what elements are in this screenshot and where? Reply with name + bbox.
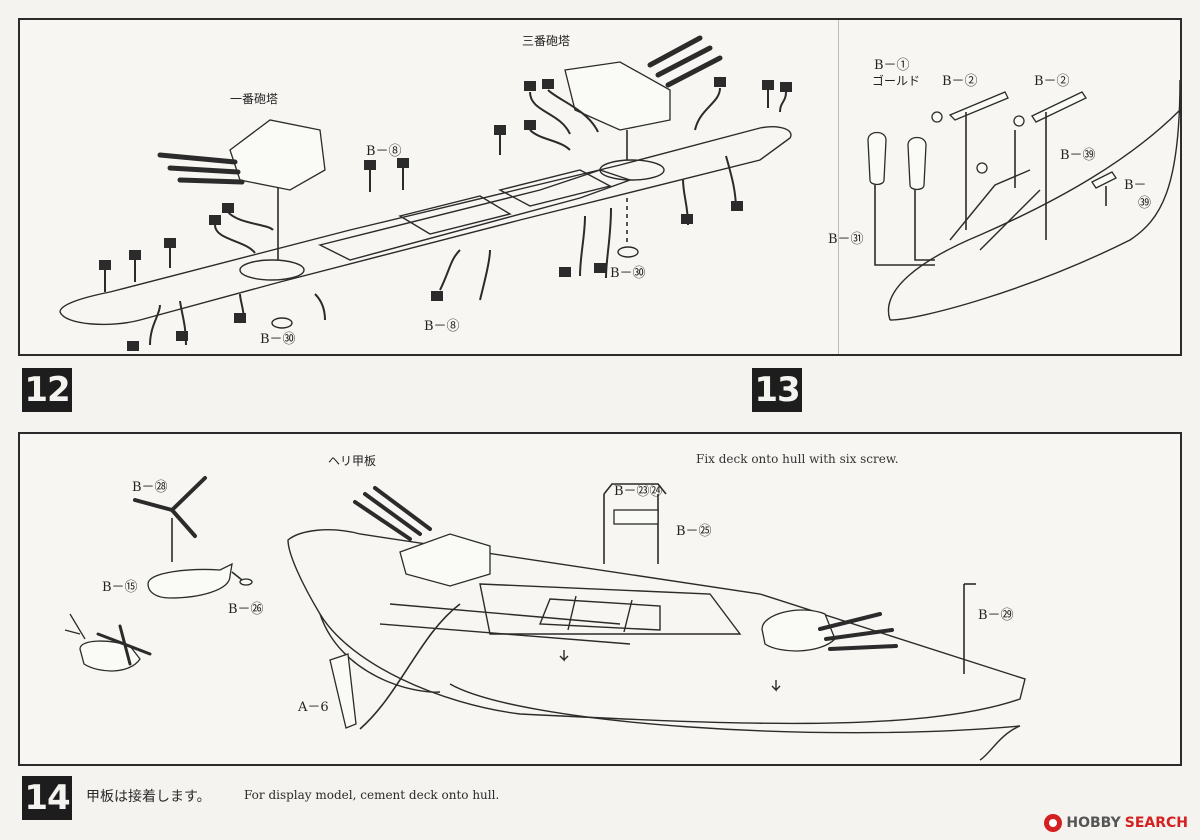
hull-14 [287, 529, 1026, 761]
label-b30-left: B－㉚ [260, 332, 296, 347]
label-a6: A－6 [298, 700, 329, 715]
deck-outline-12 [59, 126, 792, 326]
label-turret-1: 一番砲塔 [230, 92, 279, 106]
caption-en: For display model, cement deck onto hull… [244, 788, 500, 802]
turret-1 [157, 119, 326, 260]
label-b29: B－㉙ [978, 608, 1014, 623]
brand-name: HOBBY [1066, 815, 1121, 831]
step-14-drawing [64, 476, 1026, 761]
label-b39-a: B－㊴ [1060, 148, 1096, 163]
barbette-1 [239, 259, 305, 281]
turret-3 [564, 35, 723, 242]
hull-13 [887, 79, 1180, 321]
helicopter-b15 [147, 562, 253, 599]
turrets-14 [353, 486, 898, 652]
leader-lines-14 [359, 483, 976, 730]
label-b28: B－㉘ [132, 480, 168, 495]
boat-a [867, 131, 887, 186]
step-12-13-drawing [59, 35, 1180, 351]
label-b25: B－㉕ [676, 524, 712, 539]
step-number-14: 14 [22, 776, 72, 820]
label-b15: B－⑮ [102, 580, 138, 595]
step-12-13-panel: 一番砲塔 三番砲塔 B－⑧ B－⑧ B－㉚ B－㉚ B－① ゴールド B－② B… [18, 18, 1182, 356]
crane-a [948, 91, 1009, 121]
boat-b [907, 136, 927, 191]
label-b1: B－① [874, 58, 910, 73]
rotor-b28 [133, 476, 207, 562]
label-b26: B－㉖ [228, 602, 264, 617]
label-turret-3: 三番砲塔 [522, 34, 571, 48]
caption-jp: 甲板は接着します。 [86, 789, 211, 805]
barbette-3 [599, 159, 665, 181]
label-b39-c: ㊴ [1138, 196, 1152, 211]
label-b8-top: B－⑧ [366, 144, 402, 159]
label-b2-b: B－② [1034, 74, 1070, 89]
deck-inner-12 [317, 169, 633, 261]
brand-logo: HOBBY SEARCH [1044, 814, 1188, 832]
label-gold: ゴールド [872, 74, 921, 88]
brand-search: SEARCH [1124, 815, 1188, 831]
step-number-12: 12 [22, 368, 72, 412]
label-b2-a: B－② [942, 74, 978, 89]
label-b30-right: B－㉚ [610, 266, 646, 281]
crane-b [1031, 91, 1087, 123]
label-b2324: B－㉓㉔ [614, 484, 663, 499]
part-a6 [329, 653, 357, 729]
step-number-13: 13 [752, 368, 802, 412]
arrows-14 [559, 650, 781, 692]
step-14-panel: Fix deck onto hull with six screw. ヘリ甲板 … [18, 432, 1182, 766]
label-b8-bottom: B－⑧ [424, 319, 460, 334]
parts-13 [867, 91, 1117, 191]
mast-b2324 [613, 509, 659, 525]
helicopter-assembled [64, 613, 152, 672]
note-screw: Fix deck onto hull with six screw. [696, 452, 899, 466]
brand-icon [1044, 814, 1063, 832]
label-b31: B－㉛ [828, 232, 864, 247]
label-heli-deck: ヘリ甲板 [328, 454, 377, 468]
fittings-12 [99, 77, 792, 351]
label-b39-b: B－ [1124, 178, 1147, 193]
panel-divider [838, 20, 839, 354]
leader-lines-13 [874, 112, 1107, 266]
